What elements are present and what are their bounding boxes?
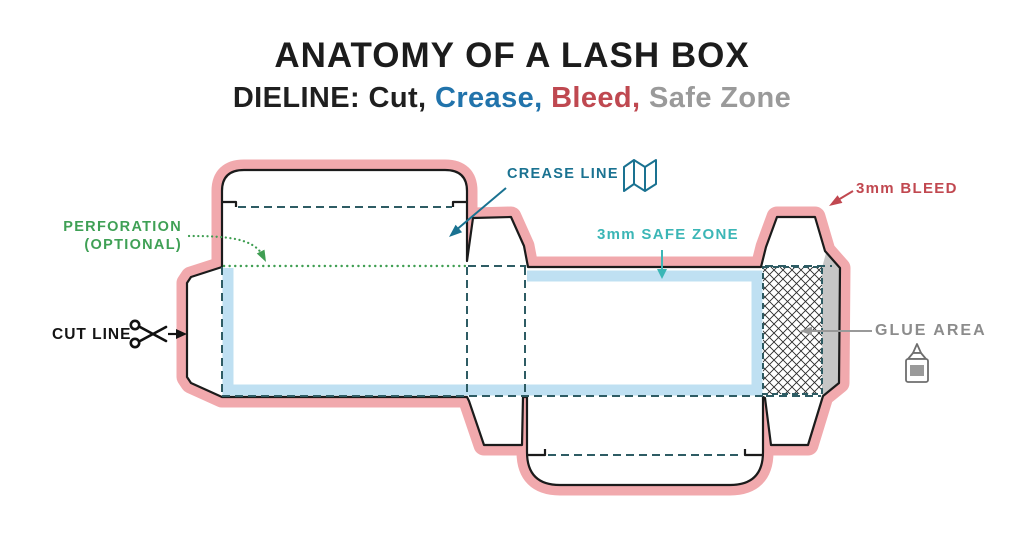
perforation-label-line1: PERFORATION <box>63 219 182 235</box>
perforation-leader <box>187 234 266 262</box>
crease-arrow <box>449 187 507 237</box>
board-interior <box>187 170 840 485</box>
subtitle-word-safe-zone: Safe Zone <box>648 82 792 115</box>
subtitle-prefix: DIELINE: <box>232 82 361 115</box>
glue-area-arrow <box>800 326 872 336</box>
perforation-label: PERFORATION (OPTIONAL) <box>30 218 182 254</box>
scissors-icon <box>129 319 168 349</box>
subtitle-word-bleed: Bleed, <box>551 82 641 115</box>
crease-line-label: CREASE LINE <box>507 166 619 182</box>
subtitle-word-crease: Crease, <box>435 82 543 115</box>
safe-zone-band <box>222 268 763 396</box>
cut-line-arrow <box>168 329 187 339</box>
glue-area-label: GLUE AREA <box>875 322 987 339</box>
bleed-label: 3mm BLEED <box>856 180 958 197</box>
page-subtitle: DIELINE: Cut, Crease, Bleed, Safe Zone <box>0 82 1024 115</box>
page-title: ANATOMY OF A LASH BOX <box>274 36 750 75</box>
cut-outline <box>185 168 842 487</box>
glue-flap-gray <box>822 253 840 395</box>
perforation-label-line2: (OPTIONAL) <box>84 237 182 253</box>
cut-line-label: CUT LINE <box>52 326 132 343</box>
header: ANATOMY OF A LASH BOX DIELINE: Cut, Crea… <box>0 36 1024 115</box>
safe-zone-arrow <box>657 250 667 279</box>
glue-bottle-icon <box>905 343 929 383</box>
subtitle-word-cut: Cut, <box>368 82 427 115</box>
crease-fold-icon <box>623 159 657 192</box>
safe-zone-label: 3mm SAFE ZONE <box>597 226 739 243</box>
crease-lines <box>221 206 832 456</box>
bleed-arrow <box>829 190 854 206</box>
